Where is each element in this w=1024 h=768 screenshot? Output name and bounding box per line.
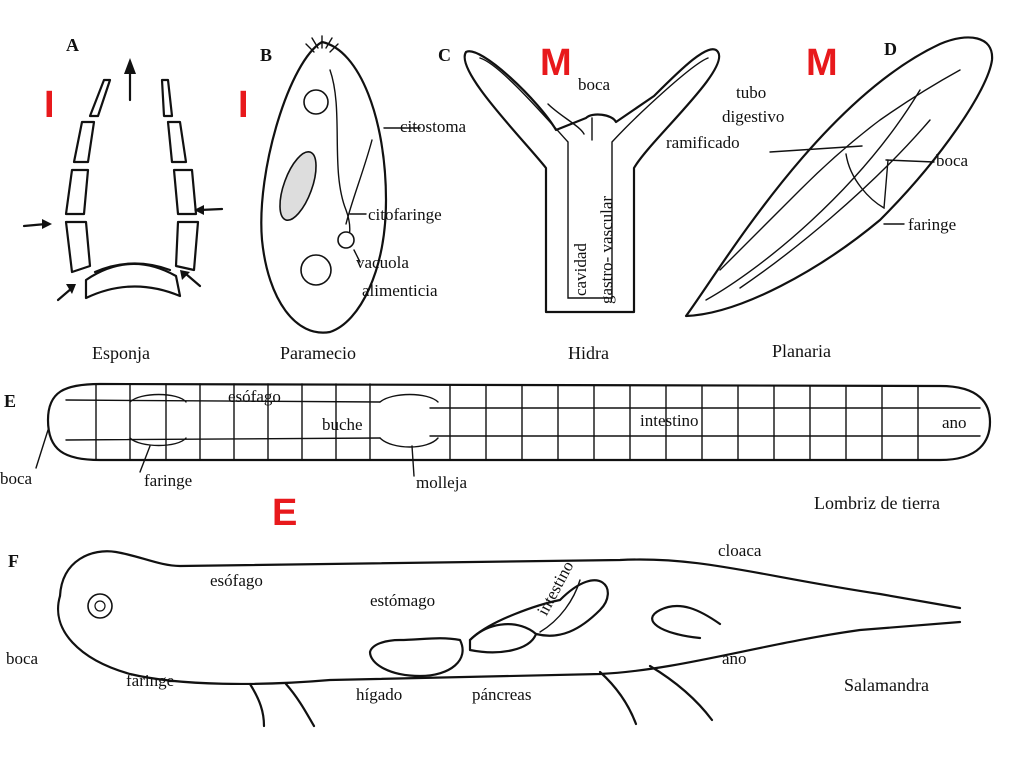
label-tubo: tubo (736, 83, 767, 102)
label-cavidad: cavidad (571, 243, 590, 296)
label-citostoma: citostoma (400, 117, 467, 136)
label-alimenticia: alimenticia (362, 281, 438, 300)
label-sal-esofago: esófago (210, 571, 263, 590)
planaria-drawing (684, 36, 994, 318)
label-sal-ano: ano (722, 649, 747, 668)
label-pancreas: páncreas (472, 685, 532, 704)
code-planaria: M (806, 42, 838, 84)
label-vacuola: vacuola (356, 253, 409, 272)
label-gastro-vascular: gastro- vascular (597, 195, 616, 304)
label-higado: hígado (356, 685, 403, 704)
label-worm-esofago: esófago (228, 387, 281, 406)
caption-sponge: Esponja (92, 343, 150, 363)
salamander-drawing (57, 550, 962, 728)
label-sal-faringe: faringe (126, 671, 175, 690)
panel-letter-c: C (438, 45, 451, 65)
label-worm-boca: boca (0, 469, 33, 488)
label-worm-intestino: intestino (640, 411, 699, 430)
panel-letter-a: A (66, 35, 79, 55)
panel-letter-f: F (8, 551, 19, 571)
sponge-drawing (22, 58, 224, 302)
caption-hydra: Hidra (568, 343, 609, 363)
label-worm-ano: ano (942, 413, 967, 432)
panel-letter-b: B (260, 45, 273, 65)
label-citofaringe: citofaringe (368, 205, 442, 224)
code-paramecium: I (238, 84, 249, 126)
caption-paramecium: Paramecio (280, 343, 356, 363)
label-ramificado: ramificado (666, 133, 740, 152)
label-digestivo: digestivo (722, 107, 785, 126)
label-hydra-boca: boca (578, 75, 611, 94)
label-buche: buche (322, 415, 363, 434)
label-sal-boca: boca (6, 649, 39, 668)
caption-planaria: Planaria (772, 341, 831, 361)
label-molleja: molleja (416, 473, 467, 492)
earthworm-drawing (35, 382, 992, 477)
caption-earthworm: Lombriz de tierra (814, 493, 940, 513)
paramecium-drawing (260, 35, 421, 334)
hydra-drawing (463, 48, 721, 314)
code-hydra: M (540, 42, 572, 84)
label-planaria-faringe: faringe (908, 215, 957, 234)
label-worm-faringe: faringe (144, 471, 193, 490)
panel-letter-d: D (884, 39, 897, 59)
label-estomago: estómago (370, 591, 436, 610)
panel-letter-e: E (4, 391, 17, 411)
caption-salamander: Salamandra (844, 675, 929, 695)
code-sponge: I (44, 84, 55, 126)
label-cloaca: cloaca (718, 541, 762, 560)
code-earthworm: E (272, 492, 298, 534)
label-planaria-boca: boca (936, 151, 969, 170)
